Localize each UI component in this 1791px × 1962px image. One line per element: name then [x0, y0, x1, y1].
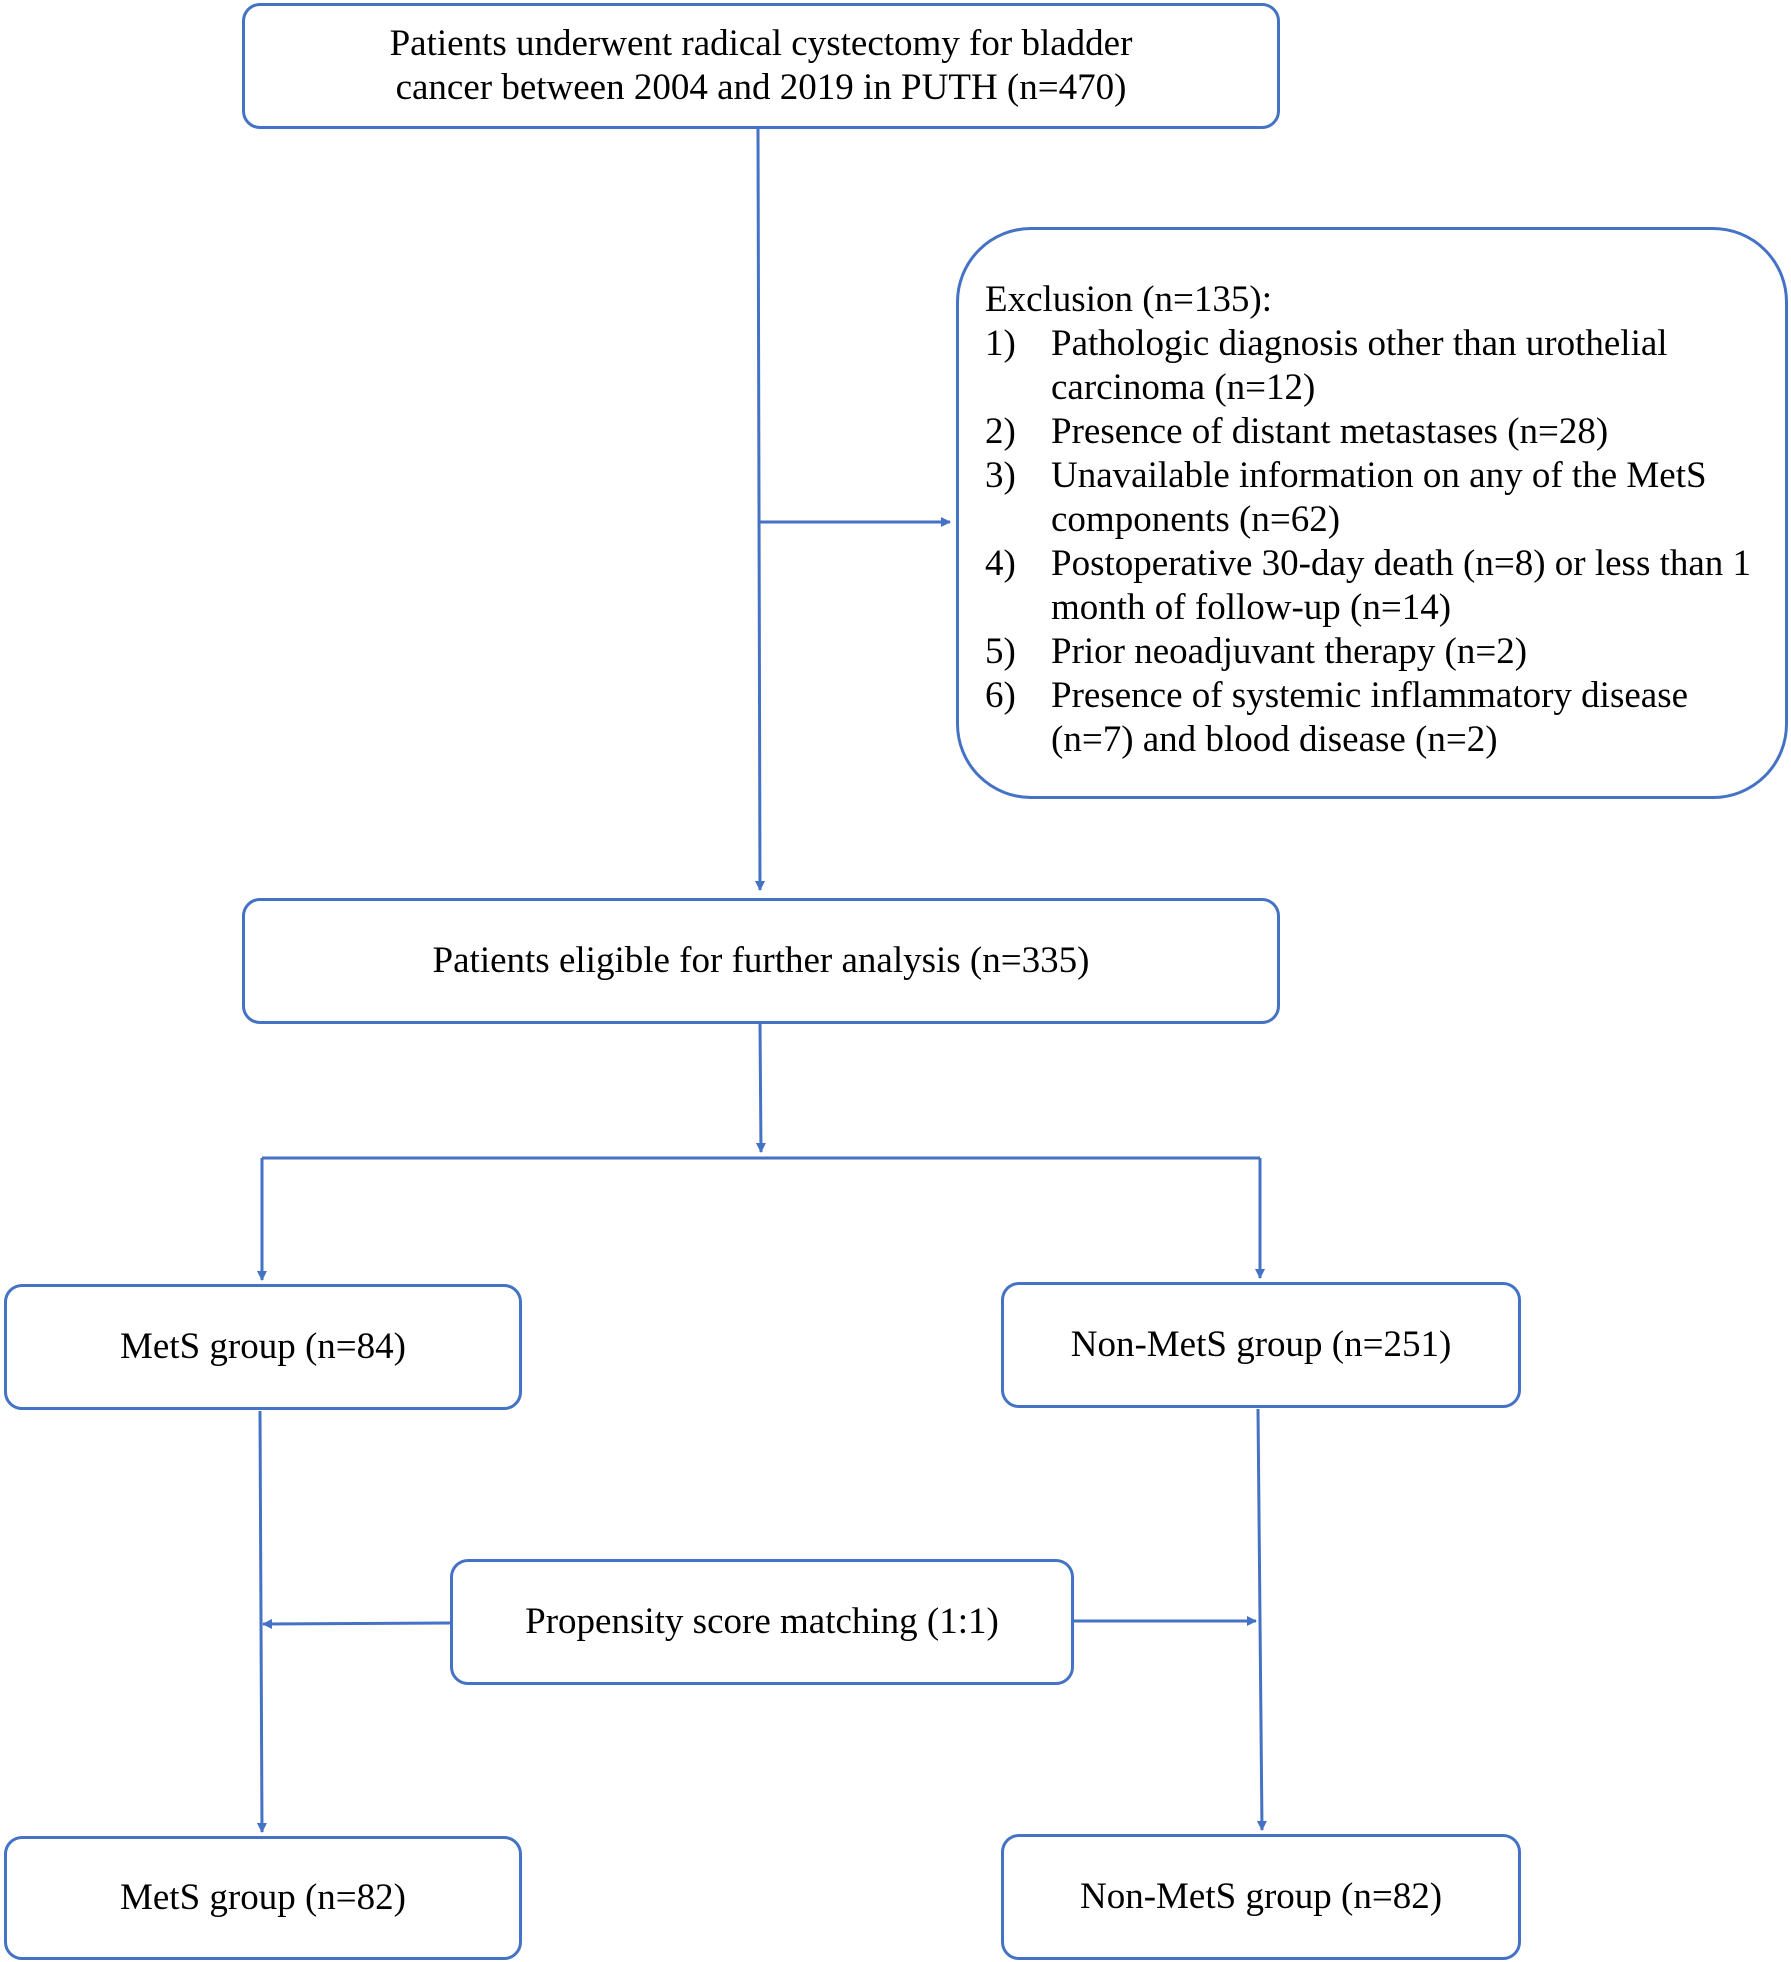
exclusion-item-text: Prior neoadjuvant therapy (n=2): [1051, 631, 1528, 672]
exclusion-item: 5) Prior neoadjuvant therapy (n=2): [985, 630, 1755, 674]
mets-matched-text: MetS group (n=82): [119, 1877, 406, 1918]
eligible-text: Patients eligible for further analysis (…: [432, 940, 1090, 981]
exclusion-item-number: 1): [985, 323, 1016, 364]
exclusion-item-text: Unavailable information on any of the Me…: [1051, 455, 1707, 540]
start-box: Patients underwent radical cystectomy fo…: [242, 3, 1280, 129]
mets-matched-box: MetS group (n=82): [4, 1836, 522, 1960]
exclusion-item-text: Presence of systemic inflammatory diseas…: [1051, 675, 1689, 760]
mets-group-text: MetS group (n=84): [119, 1326, 406, 1367]
arrow-start-to-eligible: [754, 127, 765, 891]
exclusion-item-number: 2): [985, 411, 1016, 452]
exclusion-item-text: Postoperative 30-day death (n=8) or less…: [1051, 543, 1752, 628]
exclusion-item: 2) Presence of distant metastases (n=28): [985, 410, 1755, 454]
start-box-text: Patients underwent radical cystectomy fo…: [390, 22, 1133, 110]
start-line-2: cancer between 2004 and 2019 in PUTH (n=…: [395, 67, 1127, 108]
arrow-mets-to-mets-matched: [256, 1410, 267, 1833]
exclusion-item-text: Pathologic diagnosis other than urotheli…: [1051, 323, 1668, 408]
psm-text: Propensity score matching (1:1): [525, 1601, 999, 1642]
exclusion-box: Exclusion (n=135): 1) Pathologic diagnos…: [956, 227, 1788, 799]
nonmets-group-box: Non-MetS group (n=251): [1001, 1282, 1521, 1408]
exclusion-item-number: 6): [985, 675, 1016, 716]
exclusion-item: 4) Postoperative 30-day death (n=8) or l…: [985, 542, 1755, 630]
exclusion-item-number: 3): [985, 455, 1016, 496]
nonmets-matched-box: Non-MetS group (n=82): [1001, 1834, 1521, 1960]
nonmets-group-text: Non-MetS group (n=251): [1070, 1324, 1452, 1365]
exclusion-item-number: 5): [985, 631, 1016, 672]
start-line-1: Patients underwent radical cystectomy fo…: [389, 23, 1133, 64]
eligible-box: Patients eligible for further analysis (…: [242, 898, 1280, 1024]
arrow-nonmets-to-nonmets-matched: [1256, 1408, 1267, 1831]
exclusion-item: 6) Presence of systemic inflammatory dis…: [985, 674, 1755, 762]
nonmets-matched-text: Non-MetS group (n=82): [1079, 1876, 1443, 1917]
exclusion-item-number: 4): [985, 543, 1016, 584]
exclusion-item: 3) Unavailable information on any of the…: [985, 454, 1755, 542]
exclusion-item-text: Presence of distant metastases (n=28): [1051, 411, 1609, 452]
arrow-psm-to-left: [262, 1618, 451, 1629]
exclusion-list: 1) Pathologic diagnosis other than uroth…: [985, 322, 1755, 762]
exclusion-item: 1) Pathologic diagnosis other than uroth…: [985, 322, 1755, 410]
exclusion-title: Exclusion (n=135):: [985, 279, 1273, 320]
psm-box: Propensity score matching (1:1): [450, 1559, 1074, 1685]
mets-group-box: MetS group (n=84): [4, 1284, 522, 1410]
arrow-eligible-to-split: [755, 1022, 766, 1153]
